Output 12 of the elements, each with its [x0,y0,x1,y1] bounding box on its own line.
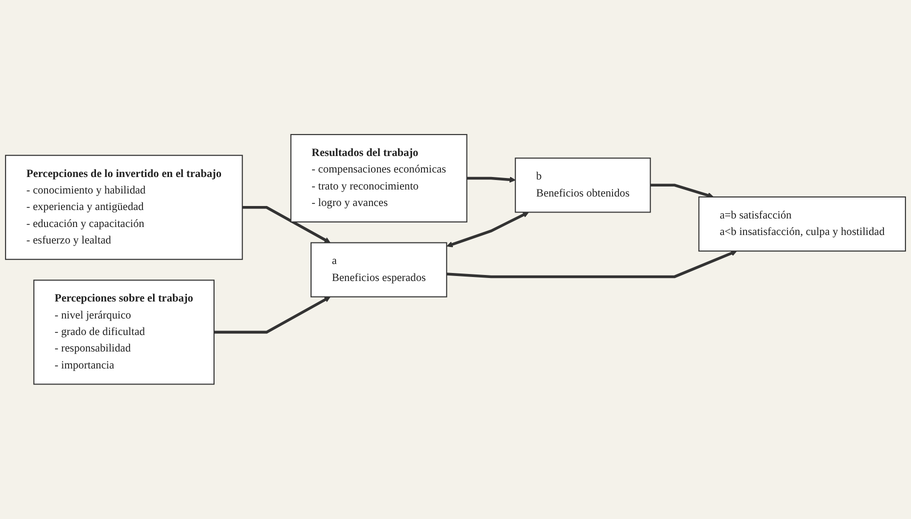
arrow [446,212,529,248]
arrow [446,250,737,278]
arrow [650,184,714,198]
node-box [514,158,651,213]
node-box [698,196,906,252]
arrow [214,296,330,334]
node-box [310,242,448,298]
arrow [466,176,516,183]
node-box [290,134,468,223]
arrow [242,206,330,244]
node-box [5,154,243,260]
node-box [33,280,215,385]
